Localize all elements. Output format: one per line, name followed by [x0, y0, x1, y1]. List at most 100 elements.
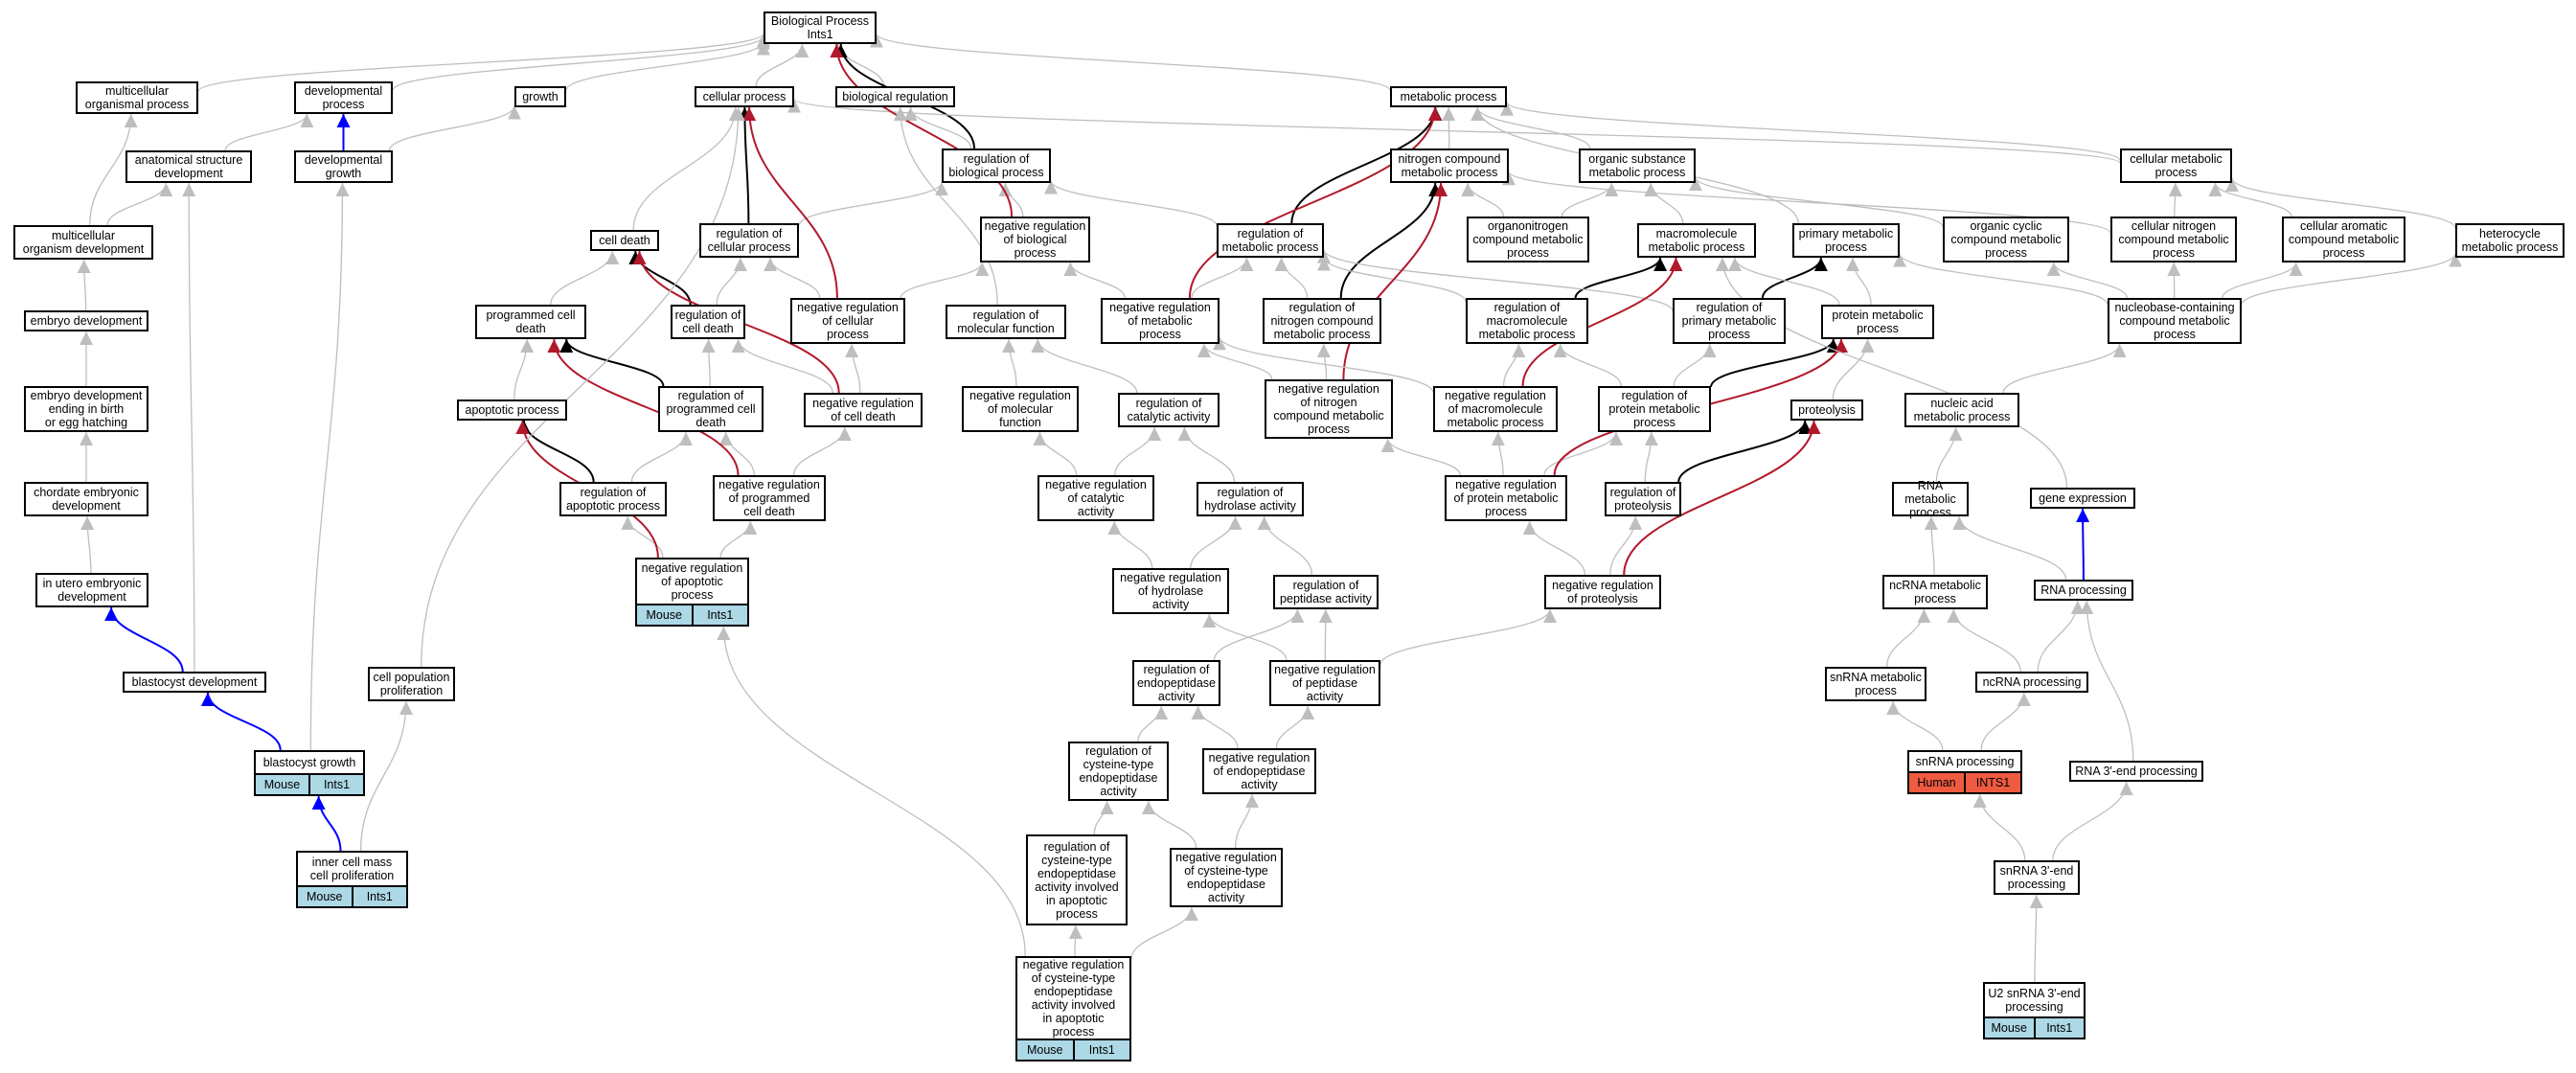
go-term-node: chordate embryonic development — [24, 482, 148, 516]
go-term-node: organic cyclic compound metabolic proces… — [1943, 217, 2069, 263]
edge-macmp-to-osmp — [1644, 182, 1684, 224]
edge-nrpa-to-nrha — [1202, 613, 1288, 661]
edge-iued-to-cemb — [80, 515, 95, 574]
edge-blastd-to-iued — [104, 606, 184, 673]
edge-rpa-to-rha — [1257, 515, 1312, 576]
edge-nrap-to-rap — [621, 515, 664, 559]
go-term-node: nucleic acid metabolic process — [1904, 393, 2019, 427]
edge-mod-to-asd — [106, 182, 173, 226]
gene-tag: Ints1 — [1072, 1040, 1129, 1060]
edge-rcd-to-rcp — [716, 257, 747, 306]
edge-nrncmp-to-rncmp — [1316, 343, 1331, 380]
edge-icmcp-to-blastg — [311, 795, 342, 852]
edge-snrna3-to-rna3 — [2052, 781, 2133, 861]
go-term-node: Biological Process Ints1 — [764, 11, 877, 44]
go-term-label: U2 snRNA 3'-end processing — [1988, 987, 2081, 1014]
go-term-label: inner cell mass cell proliferation — [309, 856, 395, 882]
edge-ncrnaproc-to-ncrnamp — [1947, 608, 2021, 673]
go-term-node: multicellular organism development — [13, 225, 153, 260]
go-term-node: cellular aromatic compound metabolic pro… — [2282, 217, 2405, 263]
edge-nbcmp-to-cacmp — [2222, 262, 2303, 299]
edge-nrha-to-nrca — [1107, 520, 1153, 569]
go-term-node: snRNA metabolic process — [1825, 667, 1926, 701]
gene-tag: Ints1 — [308, 775, 363, 794]
edge-nrcp-to-cp — [742, 106, 838, 299]
gene-tag: Ints1 — [691, 605, 747, 625]
species-tag: Mouse — [1985, 1018, 2034, 1038]
edge-nrprotmp-to-nrmmp — [1491, 431, 1505, 476]
edge-cmp-to-cp — [787, 98, 2121, 164]
edge-nrha-to-rha — [1190, 515, 1242, 569]
edge-occmp-to-osmp — [1689, 176, 1944, 228]
edge-nrpa-to-rpa — [1318, 608, 1333, 661]
go-term-node: negative regulation of cellular process — [790, 298, 905, 344]
edge-nrcteaap-to-nrctea — [1130, 906, 1198, 960]
edge-rprotmp-to-rmmp — [1553, 343, 1622, 387]
edge-nrmmp-to-nrmp — [1213, 336, 1434, 394]
edge-rap-to-rpcd — [630, 431, 693, 483]
go-term-node: multicellular organismal process — [76, 81, 198, 114]
edge-dp-to-bp — [392, 35, 770, 91]
go-term-node: regulation of macromolecule metabolic pr… — [1466, 298, 1588, 344]
go-term-node: regulation of peptidase activity — [1273, 575, 1379, 609]
go-term-node: cellular metabolic process — [2120, 148, 2232, 183]
edge-nrproteol-to-proteol — [1623, 420, 1821, 576]
go-term-node: organonitrogen compound metabolic proces… — [1467, 217, 1589, 263]
go-term-node: snRNA 3'-end processing — [1994, 860, 2080, 895]
edge-rctea-to-rea — [1137, 705, 1169, 742]
gene-tag: Ints1 — [351, 887, 406, 906]
go-term-node: negative regulation of nitrogen compound… — [1265, 379, 1393, 439]
go-term-node: regulation of cellular process — [699, 223, 799, 258]
go-term-node: negative regulation of hydrolase activit… — [1112, 568, 1229, 614]
edge-hmp-to-cmp — [2225, 177, 2456, 229]
edge-celld-to-cp — [632, 106, 742, 231]
go-term-node: cell death — [590, 230, 659, 251]
edge-nrncmp-to-nrmp — [1197, 343, 1273, 380]
go-term-node: negative regulation of cysteine-type end… — [1170, 848, 1283, 907]
edge-rmp-to-rbp — [1044, 180, 1218, 226]
go-term-node: gene expression — [2030, 488, 2135, 509]
go-term-node: negative regulation of endopeptidase act… — [1202, 748, 1316, 794]
edge-embd-to-mod — [77, 259, 91, 311]
species-tag: Mouse — [1017, 1040, 1073, 1060]
edge-nbcmp-to-hmp — [2241, 253, 2462, 306]
go-term-node: embryo development ending in birth or eg… — [24, 386, 148, 432]
go-term-node: regulation of apoptotic process — [559, 482, 667, 516]
go-term-node: regulation of endopeptidase activity — [1132, 660, 1220, 706]
go-term-node: negative regulation of cell death — [804, 393, 923, 427]
edge-nrncmp-to-ncmp — [1342, 182, 1448, 380]
go-term-label: snRNA processing — [1915, 755, 2015, 768]
go-term-node: negative regulation of protein metabolic… — [1445, 475, 1567, 521]
edge-nrmmp-to-rmmp — [1502, 343, 1526, 387]
edge-rpmp-to-rmp — [1317, 249, 1674, 311]
edge-rmf-to-breg — [893, 106, 998, 306]
edge-nrcp-to-rcp — [764, 257, 821, 299]
go-term-node: proteolysis — [1790, 400, 1863, 421]
edge-nrmp-to-rmp — [1191, 257, 1254, 299]
go-term-node: negative regulation of metabolic process — [1101, 298, 1220, 344]
edge-nrmmp-to-macmp — [1521, 257, 1683, 387]
go-term-node: negative regulation of biological proces… — [980, 217, 1090, 263]
edge-rnaproc-to-gexp — [2076, 508, 2090, 581]
edge-blastd-to-asd — [182, 182, 196, 673]
go-term-node: heterocycle metabolic process — [2455, 223, 2565, 258]
edge-rncmp-to-ncmp — [1339, 182, 1443, 299]
gene-tag: Ints1 — [2033, 1018, 2084, 1038]
species-tag: Human — [1909, 773, 1964, 792]
go-term-node: macromolecule metabolic process — [1637, 223, 1756, 258]
edge-rnamp-to-namp — [1935, 426, 1963, 483]
go-term-node: developmental process — [294, 81, 393, 114]
edge-cncmp-to-cmp — [2168, 182, 2182, 217]
edge-cpp-to-cp — [421, 106, 745, 668]
go-term-node: regulation of nitrogen compound metaboli… — [1263, 298, 1381, 344]
go-term-node: regulation of cysteine-type endopeptidas… — [1068, 742, 1169, 801]
edge-rprotmp-to-rpmp — [1673, 343, 1717, 387]
go-term-label: negative regulation of cysteine-type end… — [1022, 958, 1125, 1039]
edge-growth-to-bp — [565, 41, 770, 91]
go-term-node: embryo development — [24, 310, 148, 331]
